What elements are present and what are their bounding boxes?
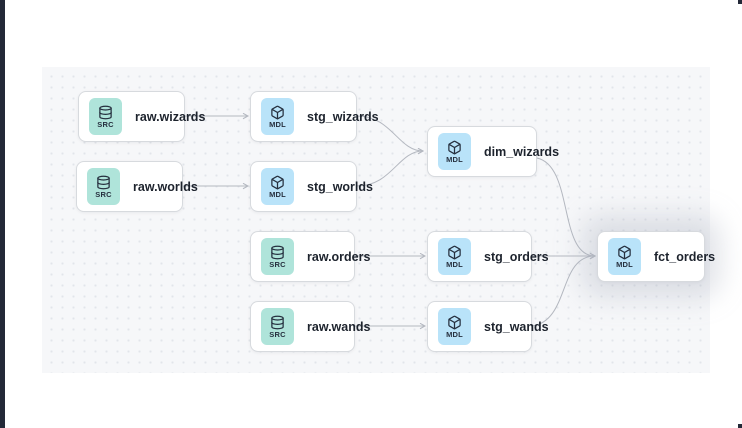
mdl-badge: MDL (261, 168, 294, 205)
window-left-edge (0, 0, 5, 428)
node-label: dim_wizards (484, 144, 560, 159)
node-label: stg_worlds (307, 179, 373, 194)
node-label: raw.wizards (135, 109, 206, 124)
node-label: stg_orders (484, 249, 549, 264)
node-stg_orders[interactable]: MDL stg_orders (427, 231, 549, 282)
cube-icon (448, 315, 461, 330)
badge-label: MDL (269, 119, 286, 129)
database-icon (271, 315, 284, 330)
cube-icon (271, 175, 284, 190)
node-label: raw.worlds (133, 179, 198, 194)
node-raw_orders[interactable]: SRC raw.orders (250, 231, 370, 282)
badge-label: MDL (269, 189, 286, 199)
badge-label: MDL (446, 329, 463, 339)
node-stg_worlds[interactable]: MDL stg_worlds (250, 161, 373, 212)
badge-label: SRC (95, 189, 112, 199)
mdl-badge: MDL (261, 98, 294, 135)
node-label: stg_wizards (307, 109, 379, 124)
node-dim_wizards[interactable]: MDL dim_wizards (427, 126, 559, 177)
mdl-badge: MDL (438, 133, 471, 170)
database-icon (97, 175, 110, 190)
badge-label: SRC (269, 259, 286, 269)
badge-label: MDL (616, 259, 633, 269)
window-corner-fragment-bottom-right (738, 424, 742, 428)
node-label: fct_orders (654, 249, 716, 264)
node-stg_wizards[interactable]: MDL stg_wizards (250, 91, 379, 142)
src-badge: SRC (261, 238, 294, 275)
badge-label: MDL (446, 259, 463, 269)
cube-icon (448, 140, 461, 155)
src-badge: SRC (87, 168, 120, 205)
src-badge: SRC (89, 98, 122, 135)
database-icon (99, 105, 112, 120)
node-label: raw.orders (307, 249, 371, 264)
node-raw_wizards[interactable]: SRC raw.wizards (78, 91, 205, 142)
cube-icon (618, 245, 631, 260)
node-stg_wands[interactable]: MDL stg_wands (427, 301, 549, 352)
node-raw_wands[interactable]: SRC raw.wands (250, 301, 370, 352)
window-corner-fragment-top-right (738, 0, 742, 4)
mdl-badge: MDL (438, 238, 471, 275)
mdl-badge: MDL (438, 308, 471, 345)
badge-label: MDL (446, 154, 463, 164)
node-label: stg_wands (484, 319, 549, 334)
badge-label: SRC (269, 329, 286, 339)
cube-icon (271, 105, 284, 120)
cube-icon (448, 245, 461, 260)
src-badge: SRC (261, 308, 294, 345)
node-fct_orders[interactable]: MDL fct_orders (597, 231, 715, 282)
node-label: raw.wands (307, 319, 371, 334)
badge-label: SRC (97, 119, 114, 129)
node-raw_worlds[interactable]: SRC raw.worlds (76, 161, 198, 212)
database-icon (271, 245, 284, 260)
mdl-badge: MDL (608, 238, 641, 275)
